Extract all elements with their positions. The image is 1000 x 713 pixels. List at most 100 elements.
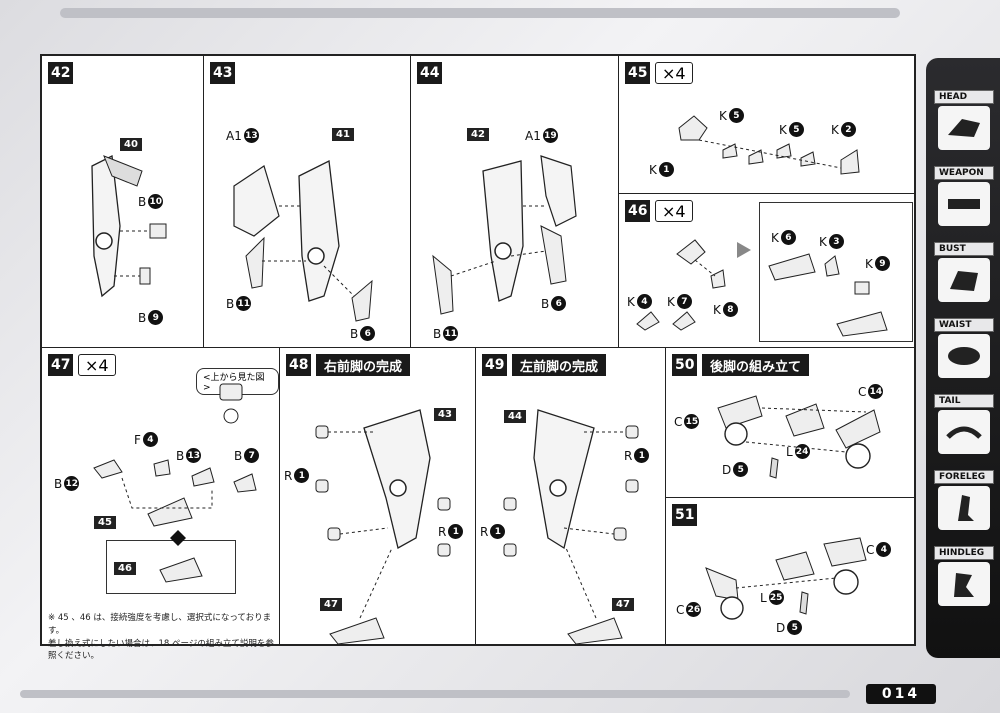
tab-bust[interactable]: BUST	[934, 242, 994, 306]
claw-assembly-drawing	[636, 239, 888, 337]
tab-label: HEAD	[934, 90, 994, 104]
tab-waist[interactable]: WAIST	[934, 318, 994, 382]
part-40: 40	[120, 138, 142, 151]
tab-tail[interactable]: TAIL	[934, 394, 994, 458]
tab-label: FORELEG	[934, 470, 994, 484]
step-number: 45	[625, 62, 651, 84]
part-45: 45	[94, 516, 116, 529]
part-44: 44	[504, 410, 526, 423]
part-41: 41	[332, 128, 354, 141]
step-title: 右前脚の完成	[316, 354, 411, 376]
step-number: 49	[482, 354, 508, 376]
tab-head[interactable]: HEAD	[934, 90, 994, 154]
frame-top-bar	[60, 8, 900, 18]
quantity-multiplier: ×4	[655, 62, 693, 84]
assembly-note: ※ 45 、46 は、接続強度を考慮し、選択式になっております。 差し換え式にし…	[48, 612, 278, 663]
zoid-foreleg-icon	[938, 486, 990, 530]
hindleg-assembly-drawing	[705, 537, 867, 620]
section-tab-bar: HEAD WEAPON BUST WAIST TAIL FORELEG HIND…	[926, 58, 1000, 658]
note-line-2: 差し換え式にしたい場合は、18 ページの組み立て説明を参照ください。	[48, 638, 274, 662]
right-foreleg-drawing	[315, 409, 451, 645]
note-line-1: ※ 45 、46 は、接続強度を考慮し、選択式になっております。	[48, 613, 272, 636]
leg-part-drawing	[91, 155, 167, 298]
step-number: 48	[286, 354, 312, 376]
step-title: 後脚の組み立て	[702, 354, 810, 376]
quantity-multiplier: ×4	[78, 354, 116, 376]
part-43: 43	[434, 408, 456, 421]
leg-part-drawing	[233, 160, 373, 322]
step-number: 46	[625, 200, 651, 222]
step-number: 51	[672, 504, 698, 526]
step-number: 42	[48, 62, 74, 84]
zoid-waist-icon	[938, 334, 990, 378]
part-47: 47	[612, 598, 634, 611]
step-number: 44	[417, 62, 443, 84]
leg-part-drawing	[432, 155, 577, 315]
zoid-tail-icon	[938, 410, 990, 454]
tab-label: WEAPON	[934, 166, 994, 180]
part-47: 47	[320, 598, 342, 611]
page-number: 014	[866, 684, 936, 704]
tab-label: WAIST	[934, 318, 994, 332]
part-46: 46	[114, 562, 136, 575]
step-number: 50	[672, 354, 698, 376]
tab-label: TAIL	[934, 394, 994, 408]
zoid-hindleg-icon	[938, 562, 990, 606]
selectable-part-subpanel	[106, 540, 236, 594]
step-number: 43	[210, 62, 236, 84]
zoid-bust-icon	[938, 258, 990, 302]
tab-label: HINDLEG	[934, 546, 994, 560]
claw-assembly-drawing	[93, 383, 257, 583]
hindleg-assembly-drawing	[717, 395, 881, 479]
step-title: 左前脚の完成	[512, 354, 607, 376]
tab-weapon[interactable]: WEAPON	[934, 166, 994, 230]
tab-hindleg[interactable]: HINDLEG	[934, 546, 994, 610]
claw-parts-drawing	[678, 115, 860, 175]
quantity-multiplier: ×4	[655, 200, 693, 222]
tab-foreleg[interactable]: FORELEG	[934, 470, 994, 534]
step-number: 47	[48, 354, 74, 376]
zoid-head-icon	[938, 106, 990, 150]
left-foreleg-drawing	[503, 409, 639, 645]
